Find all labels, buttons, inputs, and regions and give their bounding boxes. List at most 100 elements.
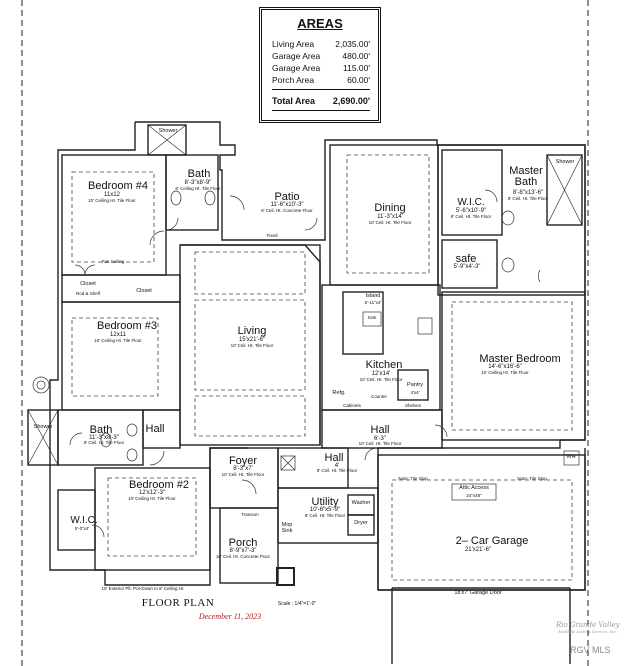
areas-total-row: Total Area 2,690.00' — [272, 96, 370, 106]
room-dims: 6'-3" — [374, 436, 386, 442]
room-dims: 11'-3"x8'-3" — [89, 435, 119, 441]
room-name: Master Bath — [509, 165, 543, 188]
mls-watermark: Rio Grande Valley Multiple Listing Servi… — [556, 621, 620, 634]
room-note: 10' Ceil. Ht. Tile Floor — [368, 220, 412, 225]
areas-title: AREAS — [297, 16, 343, 31]
note-label: 10' Exterior Plt. Pot-Down to 8' Ceiling… — [101, 586, 185, 591]
areas-total-label: Total Area — [272, 96, 316, 106]
room-name: Patio — [274, 191, 300, 203]
areas-row: Garage Area 115.00' — [272, 63, 370, 73]
room-name: Hall — [324, 452, 344, 464]
room-note: 10' Ceil. Ht. Tile Floor — [359, 377, 403, 382]
areas-divider — [272, 89, 370, 90]
room-note: 8' Ceil. Ht. Tile Floor — [83, 440, 125, 445]
room-name: Bedroom #4 — [88, 180, 148, 192]
room-name: Shelves — [404, 403, 422, 408]
room-dims: 11'-3"x14' — [377, 214, 403, 220]
room-name: 18'x7' Garage Door — [454, 590, 502, 596]
room-name: Counter — [370, 394, 388, 399]
areas-row-label: Garage Area — [272, 51, 321, 61]
room-note: 8' Ceiling Ht. Tile Floor — [175, 186, 221, 191]
areas-row-value: 2,035.00' — [335, 39, 370, 49]
room-note: 10' Ceil. Ht. Tile Floor — [221, 472, 265, 477]
room-dims: 11'-6"x10'-3" — [270, 202, 304, 208]
room-note: Rod & Shelf — [75, 291, 101, 296]
areas-row-label: Garage Area — [272, 63, 321, 73]
room-name: Kitchen — [365, 359, 403, 371]
areas-row-value: 115.00' — [343, 63, 370, 73]
watermark-sub: Multiple Listing Service, Inc. — [558, 628, 618, 634]
room-dims: 8'-9"x7'-3" — [229, 548, 257, 554]
room-name: Master Bedroom — [479, 353, 561, 365]
room-name: Foyer — [228, 455, 258, 467]
areas-row: Porch Area 60.00' — [272, 75, 370, 85]
room-dims: 12x11 — [110, 332, 126, 338]
room-name: Washer — [351, 500, 371, 506]
watermark-brand: Rio Grande Valley — [556, 621, 620, 629]
areas-row-label: Porch Area — [272, 75, 315, 85]
room-note: 10' Ceil. Ht. Concrete Floor — [215, 554, 271, 559]
room-note: 10' Ceiling Ht. Tile Floor — [128, 496, 176, 501]
room-name: Utility — [311, 496, 339, 508]
room-dims: 5'-11"x4' — [364, 300, 382, 305]
room-note: 10' Ceil. Ht. Tile Floor — [230, 343, 274, 348]
room-name: Hall — [145, 423, 165, 435]
areas-row: Living Area 2,035.00' — [272, 39, 370, 49]
scale-label: Scale : 1/4"=1'-0" — [277, 601, 317, 607]
room-dims: 15'x21'-6" — [238, 337, 266, 343]
mls-logo-text: RGV MLS — [570, 645, 611, 655]
floor-plan-title: FLOOR PLAN — [141, 597, 215, 609]
room-note: 10' Ceil. Ht. Tile Floor — [358, 441, 402, 446]
room-dims: 5'-9"x4'-3" — [453, 264, 481, 270]
room-dims: 4'x4' — [410, 390, 420, 395]
room-name: Shower — [33, 424, 53, 430]
room-note: 8' Ceil. Ht. Tile Floor — [507, 196, 549, 201]
areas-divider — [272, 110, 370, 111]
room-name: Bedroom #3 — [97, 320, 157, 332]
room-name: Island — [365, 293, 381, 299]
room-name: safe — [455, 253, 477, 265]
room-dims: 10'-6"x5'-9" — [309, 507, 341, 513]
room-name: Hall — [370, 424, 390, 436]
room-name: Dining — [374, 202, 406, 214]
room-name: Living — [237, 325, 267, 337]
room-note: 10' Ceiling Ht. Tile Floor — [481, 370, 529, 375]
areas-table: AREAS Living Area 2,035.00' Garage Area … — [259, 7, 381, 123]
room-name: W.I.C. — [457, 197, 485, 208]
room-name: W.I.C. — [70, 515, 98, 526]
room-name: Shower — [555, 159, 575, 165]
areas-total-value: 2,690.00' — [332, 96, 370, 106]
room-name: Sink — [367, 315, 377, 320]
room-name: Refg. — [332, 390, 346, 396]
room-dims: 5'-6"x10'-9" — [455, 208, 487, 214]
note-label: Transom — [241, 512, 259, 517]
room-dims: 24"x48" — [466, 493, 482, 498]
room-name: Mop Sink — [281, 522, 293, 534]
areas-row: Garage Area 480.00' — [272, 51, 370, 61]
room-name: Porch — [228, 537, 258, 549]
room-dims: 8'-3"x7' — [233, 466, 253, 472]
room-dims: 5'-0"x4' — [74, 526, 90, 531]
room-dims: 12'x12'-3" — [138, 490, 166, 496]
room-dims: 21'x21'-6" — [464, 547, 492, 553]
room-dims: 8'-8"x13'-6" — [512, 190, 544, 196]
note-label: Fixed — [266, 233, 278, 238]
room-note: 8' Ceil. Ht. Concrete Floor — [261, 208, 313, 213]
room-name: 2– Car Garage — [455, 535, 529, 547]
room-note: 8' Ceil. Ht. Tile Floor — [304, 513, 346, 518]
room-dims: 12'x14' — [371, 371, 391, 377]
note-label: Note: Tile Slop — [517, 476, 547, 481]
room-note: 8' Ceil. Ht. Tile Floor — [316, 468, 358, 473]
room-dims: 4' — [334, 463, 340, 469]
room-name: Shower — [158, 128, 178, 134]
note-label: Note: Tile Slop — [398, 476, 428, 481]
room-name: Attic Access — [459, 485, 489, 491]
room-name: Closet — [80, 281, 96, 287]
room-name: WH — [566, 454, 576, 460]
room-name: Closet — [136, 288, 152, 294]
room-name: Dryer — [354, 520, 368, 526]
areas-row-value: 480.00' — [342, 51, 370, 61]
plan-date: December 11, 2023 — [198, 612, 262, 621]
room-note: 10' Ceiling Ht. Tile Floor — [94, 338, 142, 343]
